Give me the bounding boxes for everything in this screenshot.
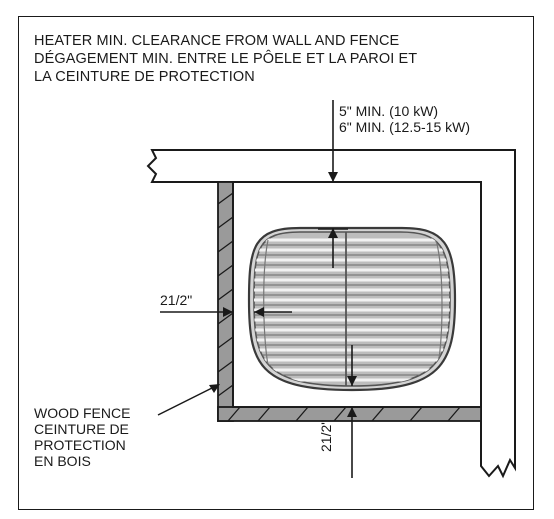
fence-left-hatch	[217, 192, 234, 397]
fence-label-line-2: CEINTURE DE	[34, 421, 129, 437]
top-clearance-label-15kw: 6" MIN. (12.5-15 kW)	[339, 119, 470, 135]
heater	[247, 226, 457, 392]
diagram-title: HEATER MIN. CLEARANCE FROM WALL AND FENC…	[34, 32, 417, 86]
top-clearance-dimension	[318, 100, 348, 268]
title-line-1: HEATER MIN. CLEARANCE FROM WALL AND FENC…	[34, 33, 400, 49]
fence-label-line-1: WOOD FENCE	[34, 405, 131, 421]
top-clearance-label-10kw: 5" MIN. (10 kW)	[339, 103, 439, 119]
left-clearance-dimension	[160, 307, 292, 317]
title-line-3: LA CEINTURE DE PROTECTION	[34, 69, 255, 85]
left-clearance-label: 21/2"	[160, 292, 193, 308]
bottom-clearance-dimension	[347, 345, 357, 478]
fence-label: WOOD FENCE CEINTURE DE PROTECTION EN BOI…	[34, 405, 130, 469]
wall-outline	[146, 149, 516, 479]
fence-label-line-4: EN BOIS	[34, 453, 91, 469]
fence-bottom-hatch	[227, 406, 461, 422]
title-line-2: DÉGAGEMENT MIN. ENTRE LE PÔELE ET LA PAR…	[34, 51, 418, 67]
fence-label-line-3: PROTECTION	[34, 437, 126, 453]
fence-leader	[157, 384, 220, 416]
diagram-frame	[18, 16, 534, 510]
fence-inner-edge	[232, 182, 481, 408]
bottom-clearance-label: 21/2"	[318, 419, 334, 452]
